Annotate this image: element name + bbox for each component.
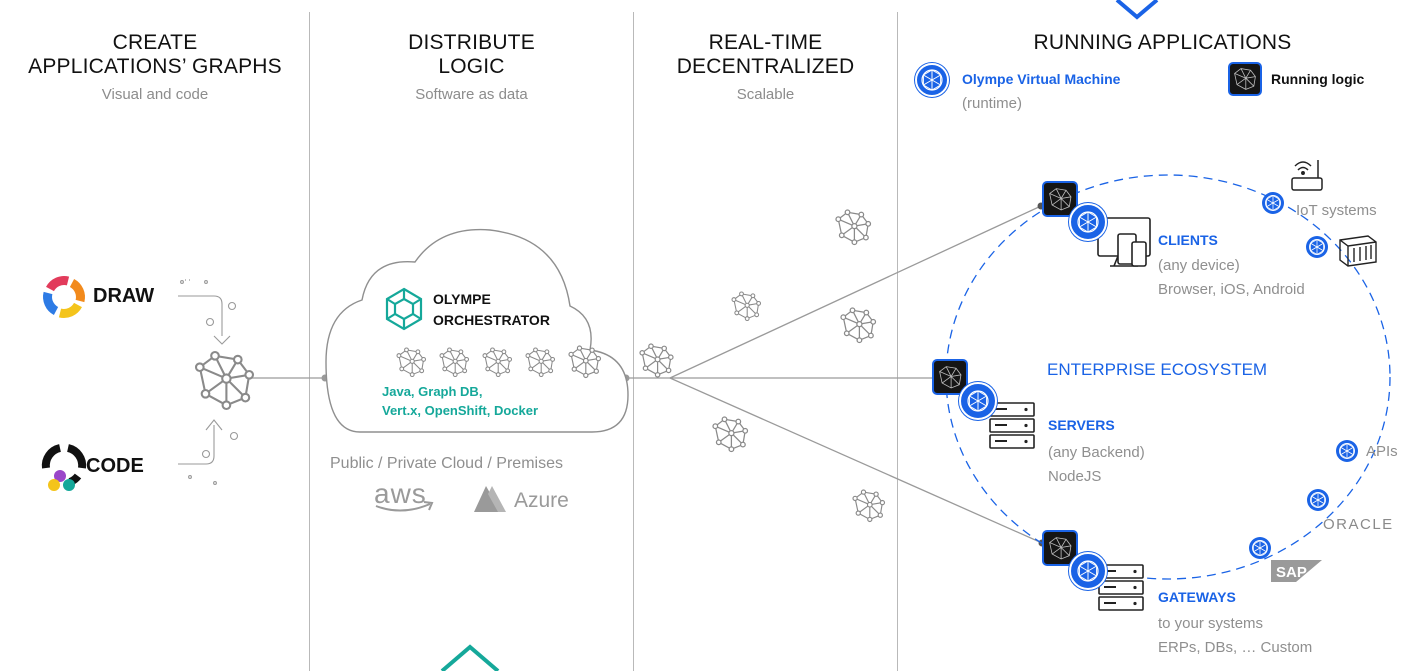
running-logic-icon: [932, 359, 968, 395]
gateways-title: GATEWAYS: [1158, 589, 1236, 605]
legend-running-logic-label: Running logic: [1271, 71, 1365, 87]
aws-logo: aws: [374, 478, 427, 509]
code-logo-icon: [44, 446, 84, 486]
servers-line2: NodeJS: [1048, 468, 1102, 485]
apis-label: APIs: [1366, 443, 1398, 460]
router-icon: [1290, 158, 1324, 192]
server-rack-icon: [1099, 565, 1143, 610]
orchestrator-title: OLYMPE ORCHESTRATOR: [433, 291, 550, 328]
clients-title: CLIENTS: [1158, 232, 1218, 248]
column-divider: [309, 12, 310, 671]
column-subtitle-create: Visual and code: [101, 86, 209, 103]
draw-logo-icon: [44, 277, 84, 317]
clients-line1: (any device): [1158, 257, 1240, 274]
olympe-vm-icon: [1249, 537, 1271, 559]
azure-logo: Azure: [514, 489, 569, 512]
column-divider: [897, 12, 898, 671]
iot-label: IoT systems: [1296, 202, 1377, 219]
container-icon: [1338, 234, 1378, 268]
code-label: CODE: [86, 455, 144, 477]
draw-label: DRAW: [93, 285, 155, 307]
olympe-vm-icon: [915, 63, 949, 97]
svg-text:SAP: SAP: [1276, 564, 1307, 581]
gateways-line2: ERPs, DBs, … Custom: [1158, 639, 1313, 656]
column-subtitle-distribute: Software as data: [415, 86, 528, 103]
legend-ovm-sub: (runtime): [962, 95, 1023, 112]
olympe-vm-icon: [1306, 236, 1328, 258]
servers-line1: (any Backend): [1048, 444, 1145, 461]
olympe-vm-icon: [959, 382, 997, 420]
sap-logo: [1271, 560, 1322, 582]
legend-ovm-label: Olympe Virtual Machine: [962, 71, 1121, 87]
column-title-running: RUNNING APPLICATIONS: [1033, 31, 1292, 54]
oracle-logo: ORACLE: [1323, 516, 1394, 533]
olympe-vm-icon: [1336, 440, 1358, 462]
ecosystem-title: ENTERPRISE ECOSYSTEM: [1047, 360, 1268, 379]
running-logic-icon: [1228, 62, 1262, 96]
monitor-devices-icon: [1098, 218, 1148, 266]
graph-icon: [196, 352, 252, 408]
column-divider: [633, 12, 634, 671]
olympe-vm-icon: [1069, 552, 1107, 590]
column-title-realtime: REAL-TIME DECENTRALIZED: [676, 31, 855, 78]
gateways-line1: to your systems: [1158, 615, 1264, 632]
olympe-vm-icon: [1262, 192, 1284, 214]
olympe-vm-icon: [1069, 203, 1107, 241]
column-title-create: CREATE APPLICATIONS’ GRAPHS: [28, 31, 282, 78]
cloud-deploy-text: Public / Private Cloud / Premises: [330, 455, 563, 472]
orchestrator-tech: Java, Graph DB, Vert.x, OpenShift, Docke…: [382, 384, 539, 418]
column-subtitle-realtime: Scalable: [736, 86, 795, 103]
server-rack-icon: [990, 403, 1034, 448]
clients-line2: Browser, iOS, Android: [1158, 281, 1305, 298]
servers-title: SERVERS: [1048, 417, 1115, 433]
column-title-distribute: DISTRIBUTE LOGIC: [408, 31, 535, 78]
olympe-vm-icon: [1307, 489, 1329, 511]
orchestrator-hex-icon: [385, 289, 425, 329]
